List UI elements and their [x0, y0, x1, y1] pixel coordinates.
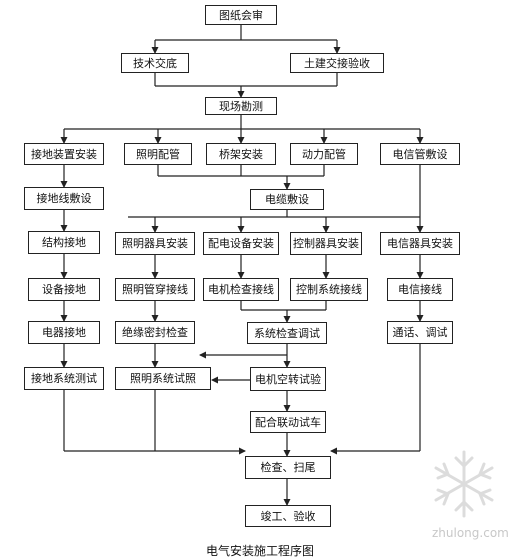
node-motor-wiring: 电机检查接线	[203, 278, 279, 301]
node-telecom-conduit: 电信管敷设	[380, 143, 460, 165]
node-lighting-trial: 照明系统试照	[115, 367, 211, 390]
node-inspection-cleanup: 检查、扫尾	[245, 456, 331, 479]
node-distribution-equipment: 配电设备安装	[203, 232, 279, 255]
watermark-text: zhulong.com	[432, 526, 509, 540]
diagram-caption: 电气安装施工程序图	[205, 544, 314, 558]
node-joint-trial-run: 配合联动试车	[250, 411, 326, 433]
node-ground-wire: 接地线敷设	[24, 187, 104, 210]
node-insulation-check: 绝缘密封检查	[115, 321, 195, 344]
node-technical-briefing: 技术交底	[121, 53, 189, 73]
node-lighting-wiring: 照明管穿接线	[115, 278, 195, 301]
watermark-snowflake-icon	[434, 450, 494, 518]
node-electrical-grounding: 电器接地	[28, 321, 100, 344]
node-equipment-grounding: 设备接地	[28, 278, 100, 301]
node-motor-no-load-test: 电机空转试验	[250, 367, 326, 391]
node-cable-tray: 桥架安装	[206, 143, 276, 165]
node-lighting-conduit: 照明配管	[124, 143, 192, 165]
node-call-test: 通话、调试	[387, 321, 453, 344]
node-civil-handover: 土建交接验收	[290, 53, 384, 73]
node-grounding-device: 接地装置安装	[24, 143, 104, 165]
node-system-test: 系统检查调试	[247, 322, 327, 344]
node-power-conduit: 动力配管	[290, 143, 358, 165]
node-drawing-review: 图纸会审	[205, 5, 277, 25]
node-completion-acceptance: 竣工、验收	[245, 505, 331, 527]
node-telecom-fixture: 电信器具安装	[380, 232, 460, 255]
node-grounding-test: 接地系统测试	[24, 367, 104, 390]
node-lighting-fixture: 照明器具安装	[115, 232, 195, 255]
node-cable-laying: 电缆敷设	[250, 189, 324, 210]
node-control-wiring: 控制系统接线	[290, 278, 368, 301]
node-structural-grounding: 结构接地	[28, 231, 100, 254]
node-telecom-wiring: 电信接线	[387, 278, 453, 301]
node-site-survey: 现场勘测	[205, 97, 277, 115]
node-control-fixture: 控制器具安装	[290, 232, 362, 255]
